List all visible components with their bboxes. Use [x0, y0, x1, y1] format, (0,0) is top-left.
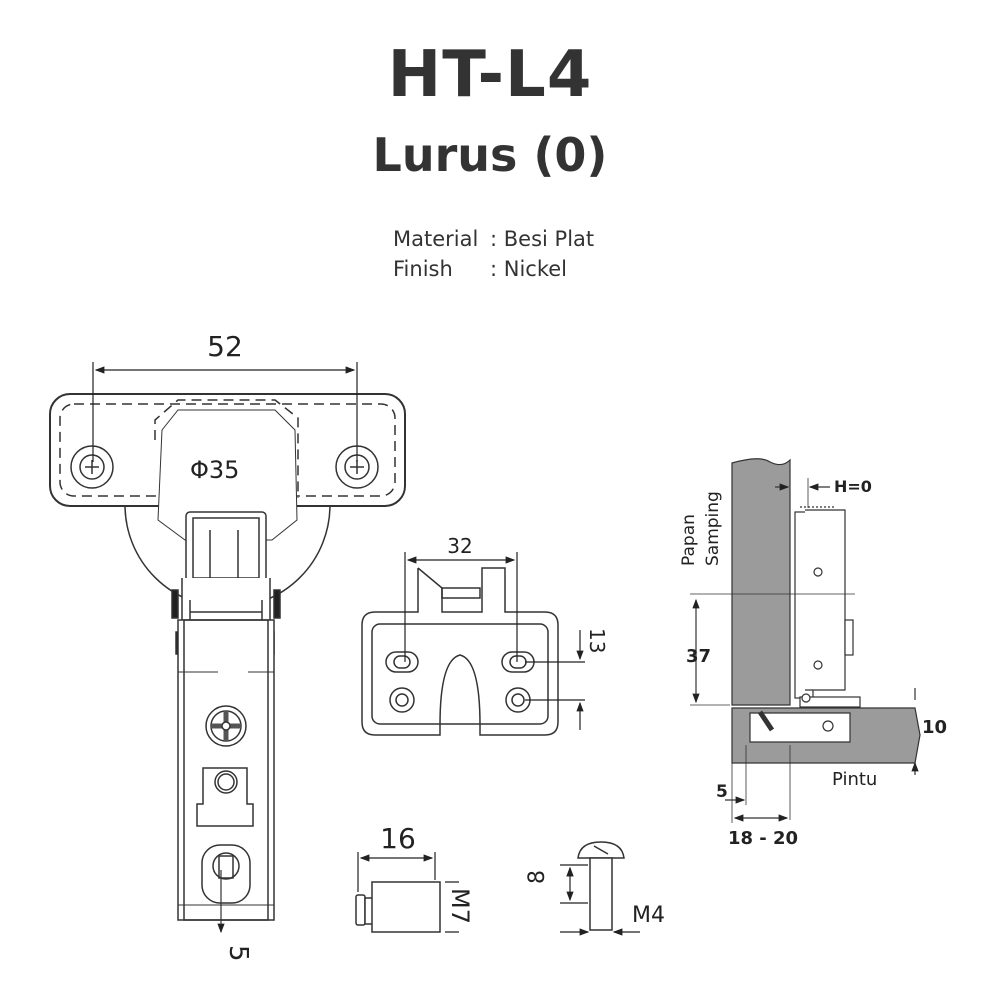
screw	[577, 841, 625, 931]
panel-thickness-label: 18 - 20	[728, 828, 798, 849]
spec-value: : Besi Plat	[490, 227, 595, 251]
hinge-top-view	[49, 393, 406, 934]
dowel-length-label: 16	[380, 822, 416, 855]
edge-distance-label: 5	[716, 782, 728, 802]
model-title: HT-L4	[387, 38, 593, 112]
side-panel-label-1: Papan	[679, 514, 699, 566]
mount-height-label: 37	[686, 646, 711, 667]
screw-thread-label: M4	[632, 903, 665, 928]
plate-dimensions	[404, 552, 585, 730]
dowel-thread-label: M7	[446, 888, 474, 924]
side-panel-label-2: Samping	[703, 491, 723, 566]
spec-label: Finish	[393, 257, 453, 281]
door-label: Pintu	[832, 769, 877, 790]
side-panel	[731, 458, 791, 706]
arm-offset-label: 5	[223, 945, 253, 962]
slot-label: 13	[585, 628, 609, 653]
spec-value: : Nickel	[490, 257, 568, 281]
hole-spacing-label: 32	[447, 534, 472, 558]
spec-material: Material : Besi Plat	[393, 227, 594, 251]
screw-length-label: 8	[525, 870, 550, 884]
cup-diameter-label: Φ35	[190, 456, 239, 484]
model-subtitle: Lurus (0)	[372, 128, 608, 182]
width-label: 52	[207, 330, 243, 363]
mounting-plate	[361, 567, 559, 736]
screw-hole-left	[70, 445, 114, 489]
overlay-label: H=0	[834, 477, 872, 496]
width-dimension	[92, 362, 358, 462]
cam-adjuster	[205, 705, 247, 747]
spec-label: Material	[393, 227, 479, 251]
spec-finish: Finish : Nickel	[393, 257, 567, 281]
dowel	[355, 881, 441, 933]
side-section-view	[690, 458, 920, 823]
door-thickness-label: 10	[922, 717, 947, 738]
